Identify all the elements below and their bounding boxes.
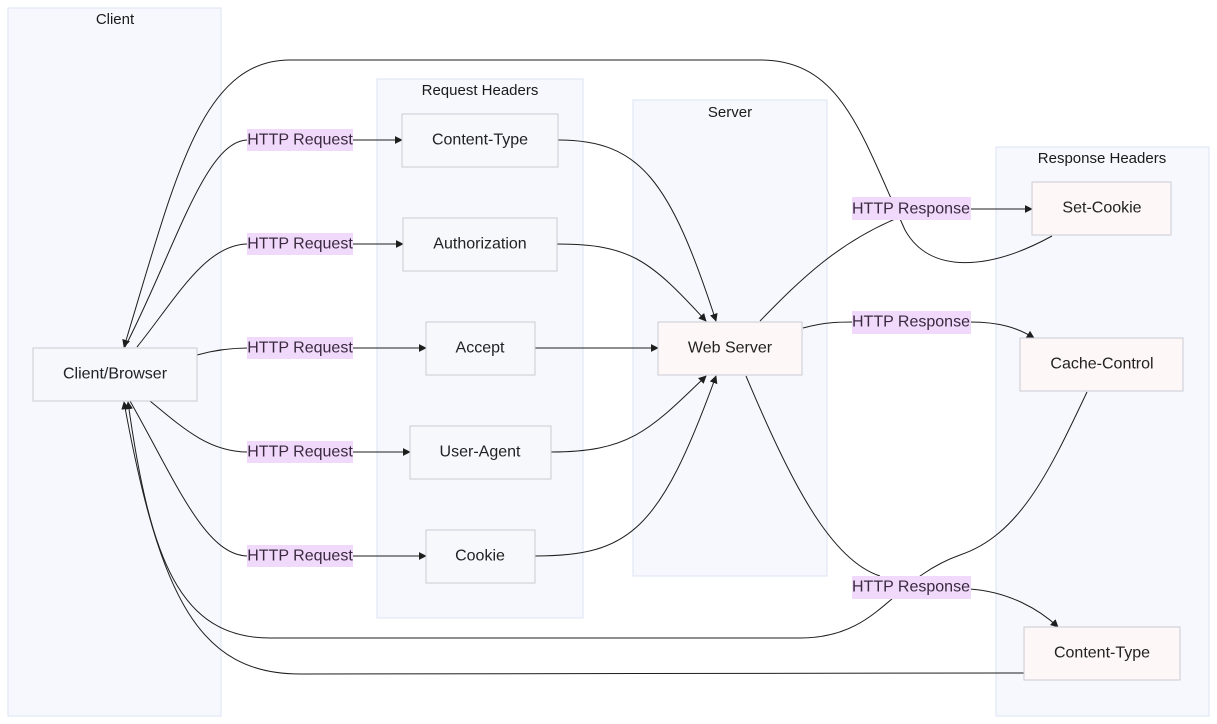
node-authorization[interactable]: Authorization (402, 217, 558, 272)
edge-cache-control-to-client (125, 391, 1088, 639)
edge-client-to-accept (196, 347, 249, 356)
svg-text:HTTP Request: HTTP Request (247, 340, 353, 357)
label-http-request-1: HTTP Request (247, 129, 353, 151)
node-cache-control-label: Cache-Control (1050, 356, 1153, 373)
node-request-content-type[interactable]: Content-Type (401, 113, 559, 168)
node-web-server[interactable]: Web Server (657, 321, 803, 376)
cluster-request-headers-title: Request Headers (422, 82, 539, 99)
label-http-request-2: HTTP Request (247, 233, 353, 255)
edge-set-cookie-to-client (122, 59, 1053, 348)
cluster-client-title: Client (96, 11, 135, 28)
node-client-browser-label: Client/Browser (63, 366, 168, 383)
node-set-cookie[interactable]: Set-Cookie (1031, 181, 1172, 236)
svg-text:HTTP Response: HTTP Response (852, 314, 970, 331)
edge-labels: HTTP Request HTTP Request HTTP Request H… (247, 129, 971, 599)
node-accept-label: Accept (456, 340, 505, 357)
node-user-agent[interactable]: User-Agent (409, 425, 552, 480)
label-http-response-3: HTTP Response (852, 576, 971, 599)
node-cache-control[interactable]: Cache-Control (1019, 337, 1184, 392)
node-user-agent-label: User-Agent (440, 444, 521, 461)
edges (121, 59, 1088, 675)
node-client-browser[interactable]: Client/Browser (32, 347, 198, 402)
svg-text:HTTP Request: HTTP Request (247, 132, 353, 149)
node-set-cookie-label: Set-Cookie (1062, 200, 1141, 217)
svg-text:HTTP Request: HTTP Request (247, 548, 353, 565)
cluster-response-headers: Response Headers (995, 146, 1210, 717)
node-web-server-label: Web Server (688, 340, 773, 357)
edge-response-label-to-cache-control (969, 321, 1035, 339)
node-accept[interactable]: Accept (425, 321, 536, 376)
cluster-response-headers-title: Response Headers (1038, 150, 1166, 167)
label-http-request-4: HTTP Request (247, 441, 353, 463)
edge-response-content-type-to-client (121, 401, 1025, 675)
svg-text:HTTP Request: HTTP Request (247, 444, 353, 461)
node-response-content-type[interactable]: Content-Type (1023, 626, 1181, 681)
edge-content-type-to-web-server (557, 139, 718, 322)
node-authorization-label: Authorization (433, 236, 526, 253)
svg-text:HTTP Response: HTTP Response (852, 579, 970, 596)
label-http-response-2: HTTP Response (852, 311, 971, 334)
edge-web-server-to-cache-control (802, 321, 854, 329)
edge-response-label-to-response-content-type (969, 588, 1059, 628)
edge-client-to-authorization (136, 243, 249, 348)
edge-client-to-user-agent (149, 400, 249, 453)
edge-web-server-to-set-cookie (759, 214, 906, 322)
label-http-request-3: HTTP Request (247, 337, 353, 359)
edge-cookie-to-web-server (534, 375, 718, 557)
edge-user-agent-to-web-server (550, 375, 707, 453)
node-response-content-type-label: Content-Type (1054, 645, 1150, 662)
label-http-request-5: HTTP Request (247, 545, 353, 567)
node-cookie[interactable]: Cookie (425, 529, 536, 584)
label-http-response-1: HTTP Response (852, 197, 971, 220)
edge-web-server-to-response-content-type (745, 375, 881, 577)
svg-text:HTTP Response: HTTP Response (852, 201, 970, 218)
edge-authorization-to-web-server (556, 243, 707, 322)
edge-client-to-content-type (124, 139, 249, 348)
cluster-server-title: Server (708, 104, 752, 121)
node-request-content-type-label: Content-Type (432, 132, 528, 149)
node-cookie-label: Cookie (455, 548, 505, 565)
edge-client-to-cookie (129, 400, 249, 557)
svg-text:HTTP Request: HTTP Request (247, 236, 353, 253)
